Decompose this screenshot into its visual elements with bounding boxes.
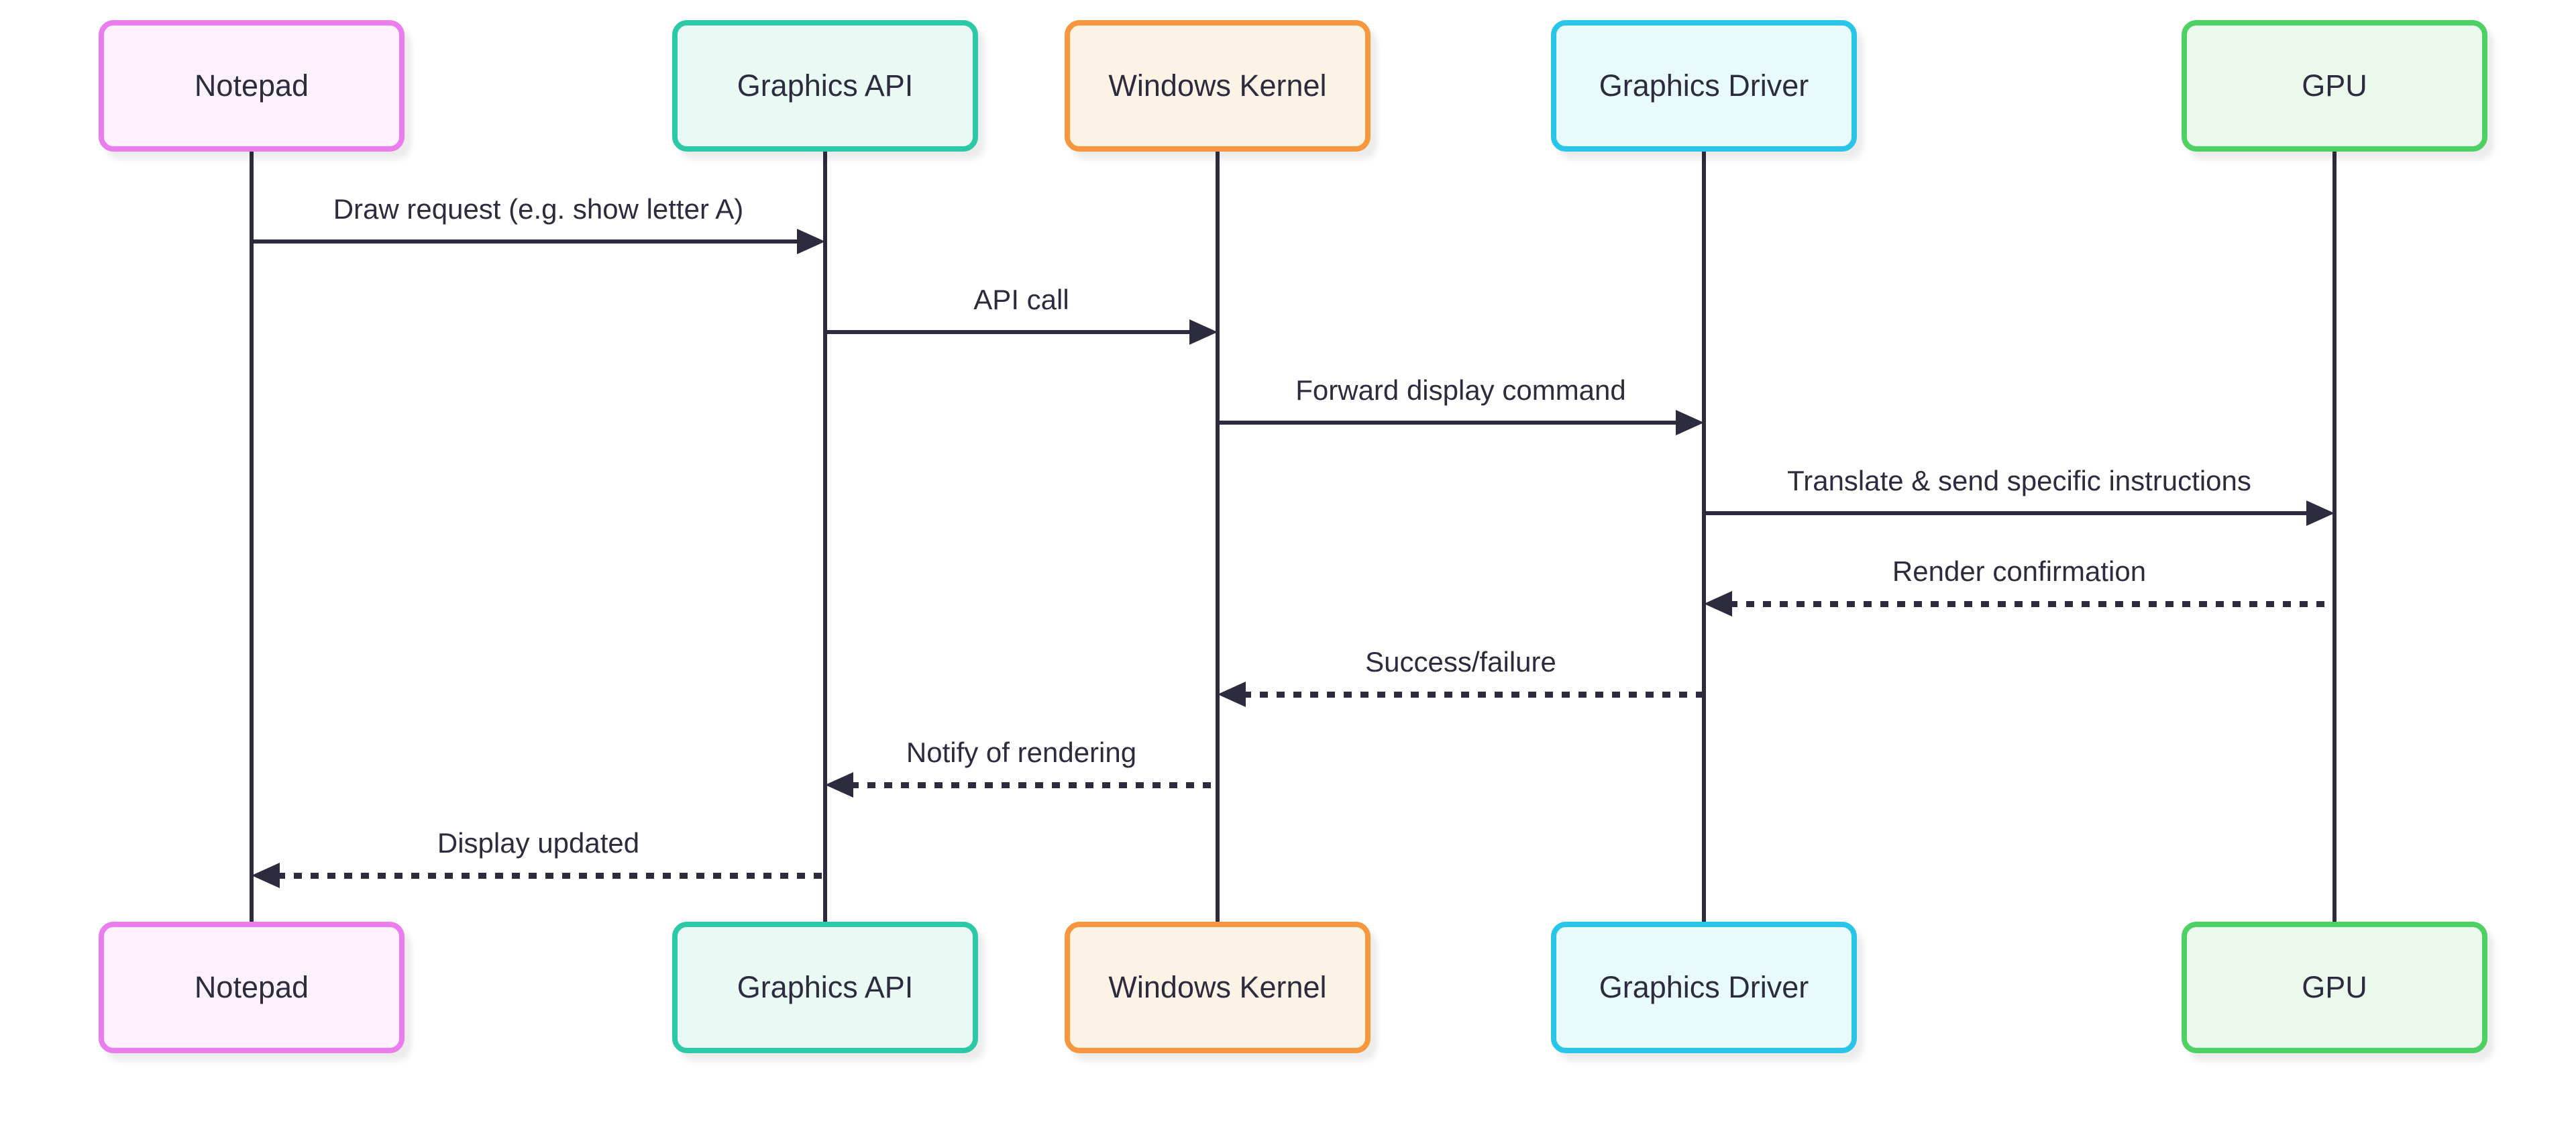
- actor-bottom-graphics-driver: Graphics Driver: [1551, 922, 1857, 1053]
- lifeline-gpu: [2332, 152, 2337, 922]
- actor-label: Notepad: [194, 68, 309, 103]
- actor-bottom-windows-kernel: Windows Kernel: [1065, 922, 1371, 1053]
- actor-bottom-graphics-api: Graphics API: [672, 922, 978, 1053]
- arrowhead-left-icon: [825, 772, 853, 798]
- message-line: [851, 782, 1218, 788]
- message-label: Render confirmation: [1892, 555, 2147, 587]
- actor-label: GPU: [2302, 970, 2367, 1004]
- message-line: [1218, 421, 1680, 425]
- arrowhead-right-icon: [1676, 410, 1704, 435]
- actor-label: Windows Kernel: [1108, 68, 1327, 103]
- actor-label: GPU: [2302, 68, 2367, 103]
- actor-top-graphics-driver: Graphics Driver: [1551, 20, 1857, 152]
- arrowhead-left-icon: [252, 863, 280, 888]
- message-label: Translate & send specific instructions: [1787, 465, 2251, 496]
- lifeline-graphics-driver: [1702, 152, 1706, 922]
- actor-bottom-gpu: GPU: [2182, 922, 2487, 1053]
- actor-top-windows-kernel: Windows Kernel: [1065, 20, 1371, 152]
- message-line: [1704, 511, 2310, 515]
- actor-label: Notepad: [194, 970, 309, 1004]
- actor-top-graphics-api: Graphics API: [672, 20, 978, 152]
- arrowhead-right-icon: [1189, 319, 1218, 345]
- message-label: Notify of rendering: [906, 737, 1137, 768]
- actor-label: Graphics API: [737, 68, 914, 103]
- actor-label: Graphics API: [737, 970, 914, 1004]
- message-label: Draw request (e.g. show letter A): [333, 193, 744, 225]
- actor-bottom-notepad: Notepad: [99, 922, 405, 1053]
- message-line: [277, 873, 825, 879]
- actor-label: Graphics Driver: [1599, 68, 1809, 103]
- message-label: Success/failure: [1365, 646, 1556, 678]
- message-line: [1243, 692, 1704, 698]
- message-label: API call: [973, 284, 1069, 315]
- actor-label: Graphics Driver: [1599, 970, 1809, 1004]
- actor-label: Windows Kernel: [1108, 970, 1327, 1004]
- lifeline-notepad: [250, 152, 254, 922]
- message-label: Forward display command: [1295, 374, 1626, 406]
- message-line: [252, 239, 801, 244]
- lifeline-windows-kernel: [1216, 152, 1220, 922]
- lifeline-graphics-api: [823, 152, 827, 922]
- arrowhead-left-icon: [1704, 591, 1732, 616]
- actor-top-gpu: GPU: [2182, 20, 2487, 152]
- arrowhead-left-icon: [1218, 682, 1246, 707]
- message-line: [1729, 601, 2334, 607]
- message-line: [825, 330, 1193, 334]
- arrowhead-right-icon: [797, 229, 825, 254]
- message-label: Display updated: [437, 827, 640, 859]
- actor-top-notepad: Notepad: [99, 20, 405, 152]
- arrowhead-right-icon: [2306, 500, 2334, 526]
